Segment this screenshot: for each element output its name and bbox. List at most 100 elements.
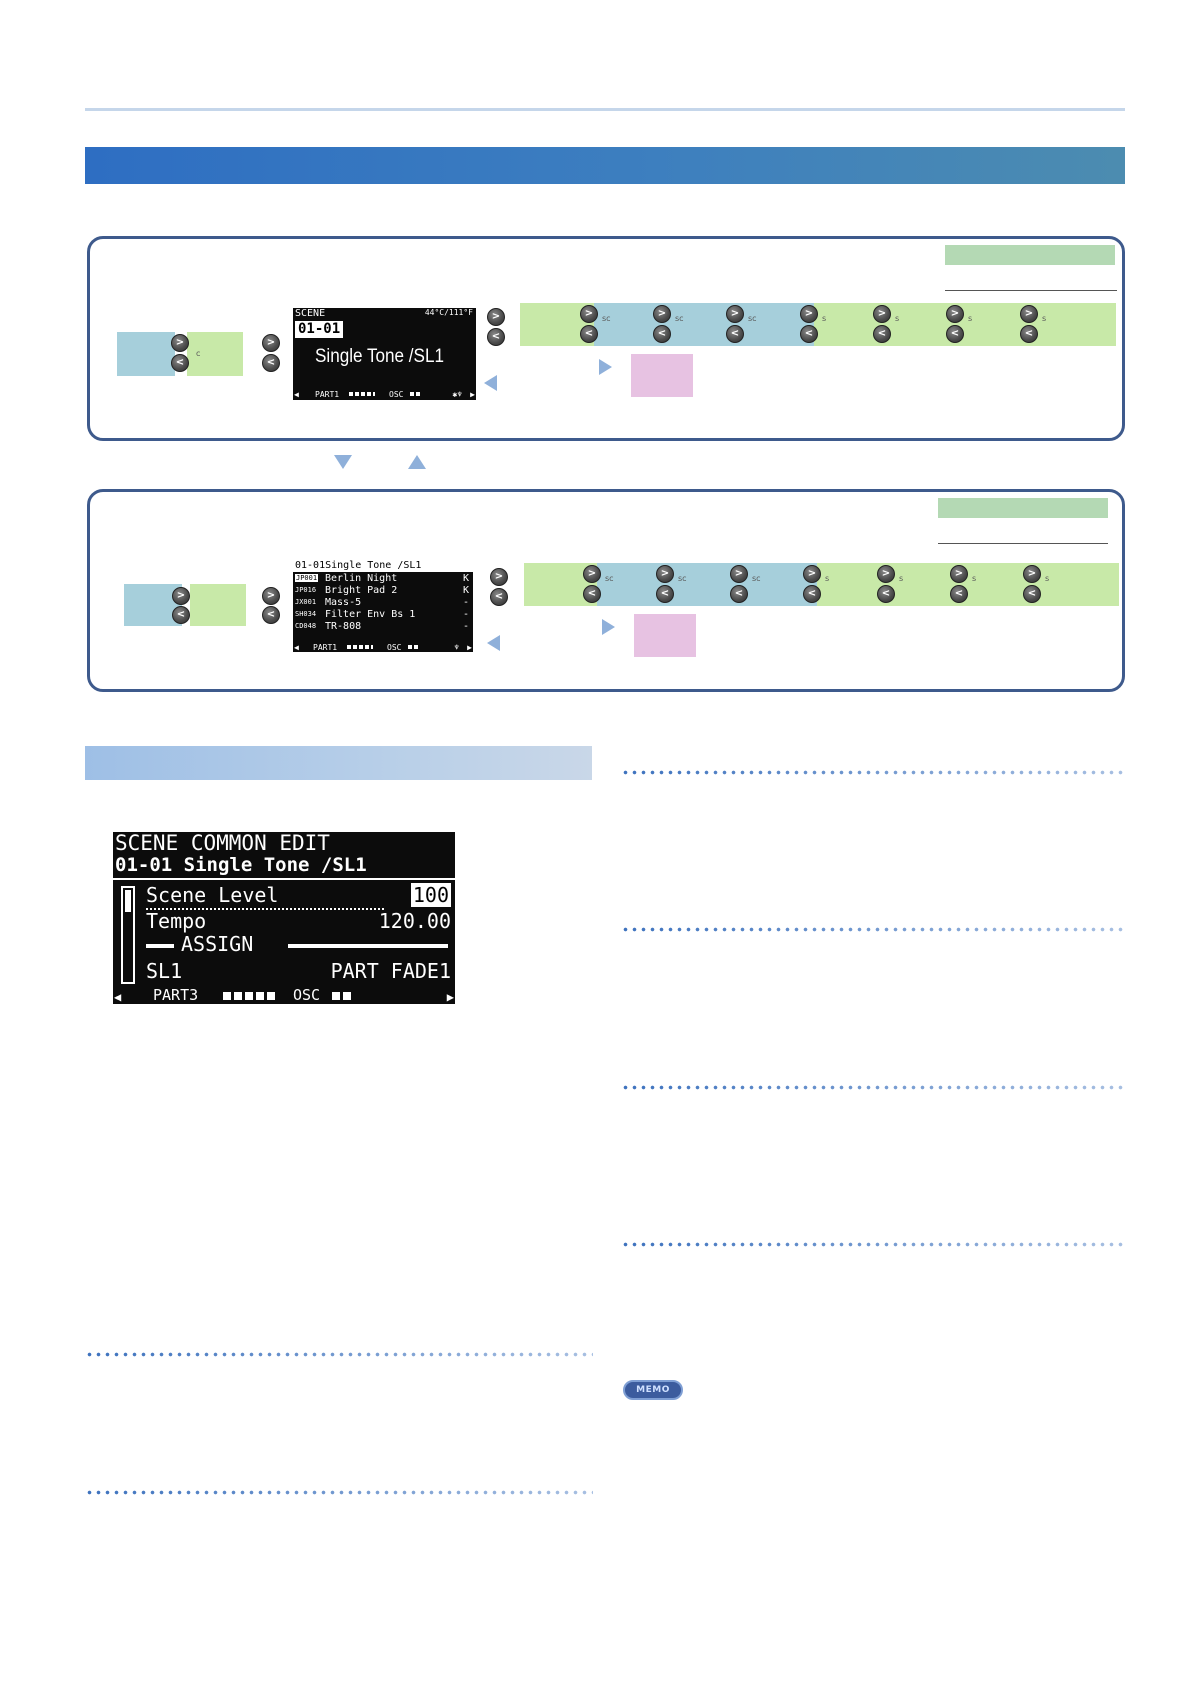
- lcd-scene-number: 01-01: [295, 321, 344, 338]
- button-right-icon[interactable]: >: [877, 565, 895, 583]
- tone-row[interactable]: SH034 Filter Env Bs 1 -: [295, 609, 469, 621]
- lcd-header: 01-01Single Tone /SL1: [293, 560, 473, 572]
- button-left-icon[interactable]: <: [730, 585, 748, 603]
- lcd-footer-part: PART3: [153, 986, 199, 1004]
- scene-level-value[interactable]: 100: [410, 883, 451, 907]
- lcd-footer-osc: OSC: [387, 643, 402, 652]
- assign-target[interactable]: PART FADE1: [330, 959, 451, 983]
- lcd-header-left: SCENE: [295, 308, 326, 319]
- button-right-icon[interactable]: >: [946, 305, 964, 323]
- button-right-icon[interactable]: >: [730, 565, 748, 583]
- button-right-icon[interactable]: >: [873, 305, 891, 323]
- tone-row[interactable]: JX001 Mass-5 -: [295, 597, 469, 609]
- button-left-icon[interactable]: <: [487, 328, 505, 346]
- button-right-icon[interactable]: >: [262, 334, 280, 352]
- triangle-up-icon: [408, 455, 426, 469]
- button-right-icon[interactable]: >: [800, 305, 818, 323]
- button-left-icon[interactable]: <: [803, 585, 821, 603]
- button-left-icon[interactable]: <: [580, 325, 598, 343]
- lcd-status-icons: ♆: [454, 643, 459, 652]
- tone-row[interactable]: CD048 TR-808 -: [295, 621, 469, 633]
- button-right-icon[interactable]: >: [726, 305, 744, 323]
- button-left-icon[interactable]: <: [262, 354, 280, 372]
- tone-name: TR-808: [325, 621, 362, 632]
- prefix-sc: sc: [752, 574, 761, 583]
- button-left-icon[interactable]: <: [1020, 325, 1038, 343]
- dotted-divider: [621, 1242, 1126, 1247]
- button-right-icon[interactable]: >: [580, 305, 598, 323]
- button-left-icon[interactable]: <: [262, 606, 280, 624]
- button-left-icon[interactable]: <: [583, 585, 601, 603]
- tempo-value[interactable]: 120.00: [378, 909, 451, 933]
- tone-list-display: 01-01Single Tone /SL1 JP001 Berlin Night…: [293, 560, 473, 652]
- button-left-icon[interactable]: <: [171, 354, 189, 372]
- part-indicator: [349, 392, 375, 396]
- button-right-icon[interactable]: >: [1023, 565, 1041, 583]
- dotted-divider: [85, 1352, 593, 1357]
- scroll-track[interactable]: [121, 886, 135, 984]
- button-left-icon[interactable]: <: [490, 588, 508, 606]
- left-blue-block: [117, 332, 175, 376]
- button-right-icon[interactable]: >: [490, 568, 508, 586]
- scroll-thumb[interactable]: [125, 890, 131, 912]
- button-right-icon[interactable]: >: [262, 587, 280, 605]
- tone-code: CD048: [295, 622, 317, 630]
- prefix-s: s: [822, 314, 827, 323]
- button-left-icon[interactable]: <: [950, 585, 968, 603]
- prefix-sc: sc: [675, 314, 684, 323]
- lcd-footer-arrow-right: ▶: [470, 390, 475, 399]
- left-green-block: [187, 332, 243, 376]
- tone-name: Berlin Night: [325, 573, 398, 584]
- tone-flag: -: [462, 609, 469, 620]
- lcd-scene-name: Single Tone /SL1: [315, 346, 444, 367]
- pink-block: [631, 354, 693, 397]
- button-right-icon[interactable]: >: [171, 334, 189, 352]
- triangle-right-icon: [599, 359, 612, 375]
- button-right-icon[interactable]: >: [656, 565, 674, 583]
- lcd-footer-arrow-left: ◀: [294, 390, 299, 399]
- button-left-icon[interactable]: <: [726, 325, 744, 343]
- button-left-icon[interactable]: <: [656, 585, 674, 603]
- prefix-sc: sc: [678, 574, 687, 583]
- tone-code: JP016: [295, 586, 317, 594]
- button-left-icon[interactable]: <: [653, 325, 671, 343]
- button-right-icon[interactable]: >: [172, 587, 190, 605]
- button-left-icon[interactable]: <: [877, 585, 895, 603]
- button-left-icon[interactable]: <: [800, 325, 818, 343]
- scene-level-label: Scene Level: [146, 883, 279, 907]
- section-header-bar: [85, 147, 1125, 184]
- left-green-block: [190, 584, 246, 626]
- lcd-header-right: 44°C/111°F: [424, 308, 473, 317]
- button-left-icon[interactable]: <: [172, 606, 190, 624]
- button-right-icon[interactable]: >: [950, 565, 968, 583]
- prefix-s: s: [895, 314, 900, 323]
- tone-flag: -: [462, 621, 469, 632]
- tone-row[interactable]: JP016 Bright Pad 2 K: [295, 585, 469, 597]
- osc-indicator: [410, 392, 420, 396]
- dotted-divider: [621, 1085, 1126, 1090]
- assign-source[interactable]: SL1: [146, 959, 183, 983]
- scene-common-edit-display: SCENE COMMON EDIT 01-01 Single Tone /SL1…: [113, 832, 455, 1004]
- prefix-c: c: [196, 349, 201, 358]
- edit-rule: [113, 878, 455, 880]
- tone-row[interactable]: JP001 Berlin Night K: [295, 573, 469, 585]
- button-left-icon[interactable]: <: [946, 325, 964, 343]
- tone-name: Bright Pad 2: [325, 585, 398, 596]
- legend-block: [938, 498, 1108, 518]
- legend-line: [938, 543, 1108, 544]
- button-right-icon[interactable]: >: [583, 565, 601, 583]
- prefix-s: s: [1045, 574, 1050, 583]
- button-right-icon[interactable]: >: [653, 305, 671, 323]
- button-left-icon[interactable]: <: [873, 325, 891, 343]
- tone-code: SH034: [295, 610, 317, 618]
- button-right-icon[interactable]: >: [487, 308, 505, 326]
- scene-display: SCENE 44°C/111°F 01-01 Single Tone /SL1 …: [293, 308, 476, 400]
- triangle-down-icon: [334, 455, 352, 469]
- button-left-icon[interactable]: <: [1023, 585, 1041, 603]
- prefix-s: s: [1042, 314, 1047, 323]
- dotted-divider: [621, 770, 1126, 775]
- button-right-icon[interactable]: >: [1020, 305, 1038, 323]
- button-right-icon[interactable]: >: [803, 565, 821, 583]
- part-indicator: [347, 645, 373, 649]
- prefix-s: s: [899, 574, 904, 583]
